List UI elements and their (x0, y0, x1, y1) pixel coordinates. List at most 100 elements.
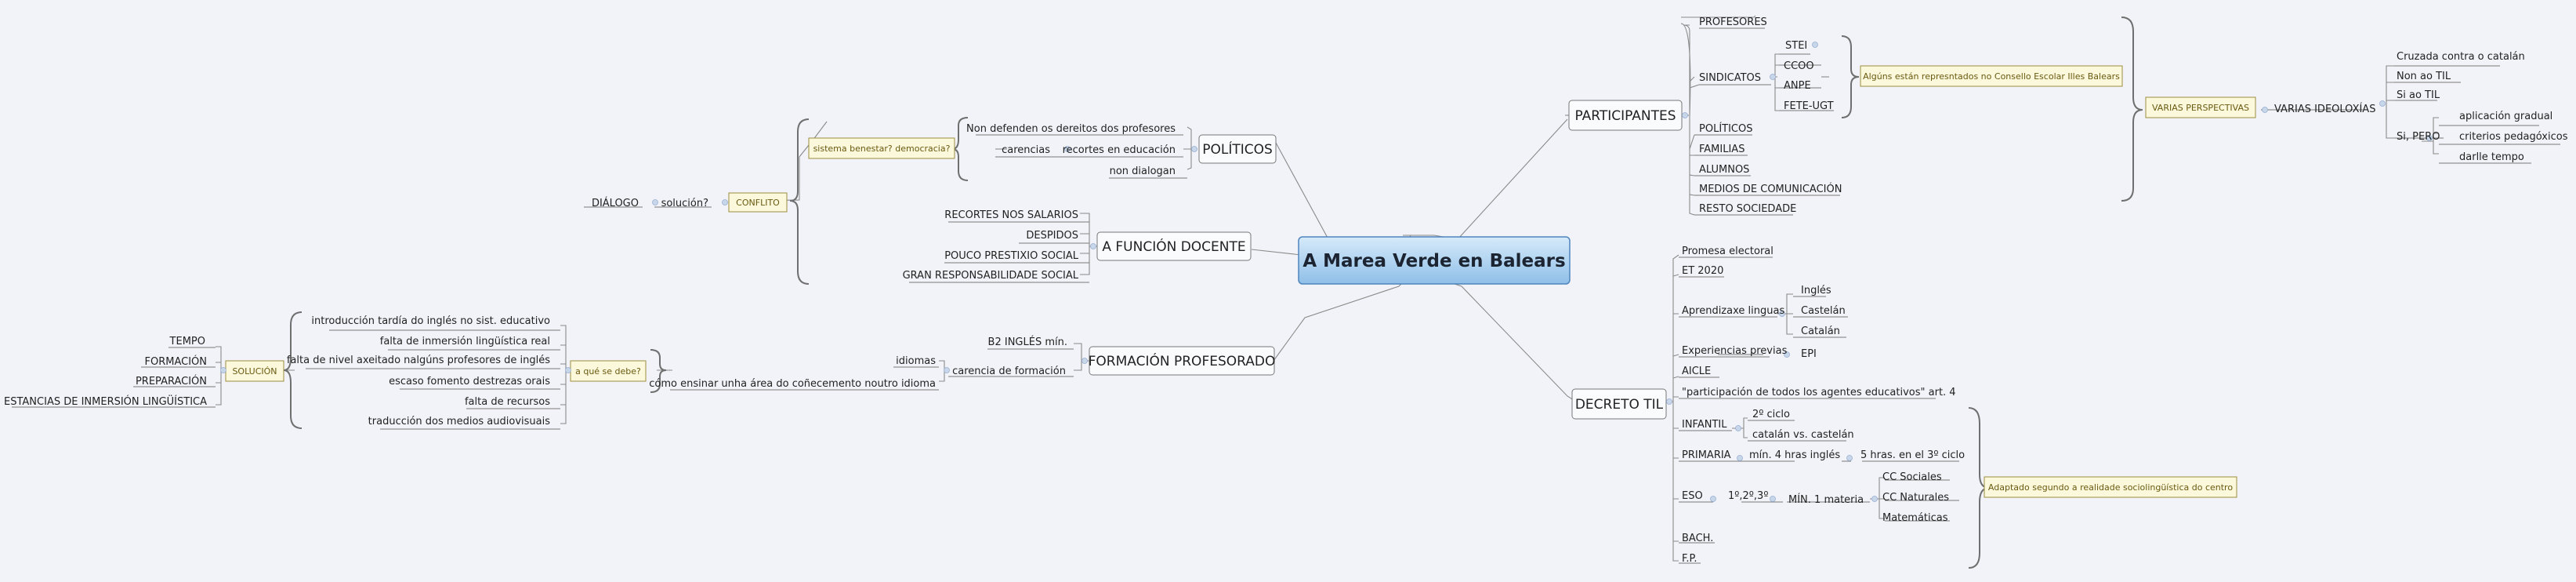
topic-criterios-pedagoxicos[interactable]: criterios pedagóxicos (2459, 131, 2568, 143)
callout-a-que-se-debe[interactable]: a qué se debe? (570, 360, 647, 382)
topic-5-hras[interactable]: 5 hras. en el 3º ciclo (1860, 449, 1965, 461)
topic-si-ao-til[interactable]: Si ao TIL (2397, 89, 2440, 101)
topic-b2-ingles[interactable]: B2 INGLÉS mín. (988, 336, 1067, 348)
topic-recortes-salarios[interactable]: RECORTES NOS SALARIOS (944, 209, 1078, 221)
topic-min-4-hras[interactable]: mín. 4 hras inglés (1749, 449, 1840, 461)
topic-traduccion-medios[interactable]: traducción dos medios audiovisuais (368, 416, 551, 427)
branch-formacion-label: FORMACIÓN PROFESORADO (1089, 352, 1276, 369)
branch-decreto-til[interactable]: DECRETO TIL (1571, 388, 1667, 420)
callout-sistema-benestar-text: sistema benestar? democracia? (813, 144, 951, 154)
topic-eso[interactable]: ESO (1682, 490, 1703, 502)
topic-cc-sociales[interactable]: CC Sociales (1882, 471, 1942, 483)
politicos-topics: Non defenden os dereitos dos profesores … (592, 123, 1176, 209)
topic-pouco-prestixio[interactable]: POUCO PRESTIXIO SOCIAL (944, 250, 1079, 262)
topic-politicos[interactable]: POLÍTICOS (1699, 122, 1753, 135)
topic-non-defenden[interactable]: Non defenden os dereitos dos profesores (966, 123, 1176, 135)
topic-carencias[interactable]: carencias (1002, 144, 1050, 156)
topic-catalan[interactable]: Catalán (1801, 326, 1840, 337)
topic-infantil[interactable]: INFANTIL (1682, 419, 1727, 431)
callout-adaptado[interactable]: Adaptado segundo a realidade sociolingüí… (1984, 476, 2237, 498)
topic-estancias-inmersion[interactable]: ESTANCIAS DE INMERSIÓN LINGÜÍSTICA (4, 395, 207, 408)
topic-cruzada[interactable]: Cruzada contra o catalán (2397, 51, 2525, 63)
branch-funcion-docente[interactable]: A FUNCIÓN DOCENTE (1096, 231, 1252, 261)
central-topic[interactable]: A Marea Verde en Balears (1302, 251, 1565, 271)
topic-experiencias-previas[interactable]: Experiencias previas (1682, 345, 1788, 357)
topic-non-dialogan[interactable]: non dialogan (1110, 166, 1176, 177)
callout-solucion[interactable]: SOLUCIÓN (225, 360, 284, 382)
topic-fete-ugt[interactable]: FETE-UGT (1784, 100, 1834, 112)
topic-aicle[interactable]: AICLE (1682, 366, 1711, 377)
topic-recortes-educacion[interactable]: recortes en educación (1063, 144, 1176, 156)
topic-profesores[interactable]: PROFESORES (1699, 16, 1767, 28)
branch-politicos[interactable]: POLÍTICOS (1198, 134, 1277, 164)
topic-despidos[interactable]: DESPIDOS (1026, 230, 1078, 242)
topic-promesa-electoral[interactable]: Promesa electoral (1682, 246, 1773, 257)
topic-non-ao-til[interactable]: Non ao TIL (2397, 71, 2451, 82)
topic-underlines (12, 27, 2560, 564)
topic-preparacion[interactable]: PREPARACIÓN (136, 375, 207, 387)
branch-participantes-label: PARTICIPANTES (1574, 108, 1676, 124)
topic-ingles[interactable]: Inglés (1801, 285, 1831, 296)
topic-min-1-materia[interactable]: MÍN. 1 materia (1788, 493, 1864, 506)
topic-fp[interactable]: F.P. (1682, 553, 1697, 565)
topic-participacion[interactable]: "participación de todos los agentes educ… (1682, 387, 1956, 398)
branch-decreto-label: DECRETO TIL (1575, 397, 1664, 413)
topic-primaria[interactable]: PRIMARIA (1682, 449, 1731, 461)
topic-aprendizaxe-linguas[interactable]: Aprendizaxe linguas (1682, 305, 1784, 317)
topic-area-idioma[interactable]: cómo ensinar unha área do coñecemento no… (649, 378, 936, 390)
topic-et-2020[interactable]: ET 2020 (1682, 265, 1723, 277)
funcion-docente-topics: RECORTES NOS SALARIOS DESPIDOS POUCO PRE… (903, 209, 1079, 282)
topic-formacion[interactable]: FORMACIÓN (145, 355, 208, 368)
topic-darlle-tempo[interactable]: darlle tempo (2459, 151, 2524, 163)
topic-matematicas[interactable]: Matemáticas (1882, 512, 1948, 524)
topic-alumnos[interactable]: ALUMNOS (1699, 164, 1749, 176)
topic-gran-responsabilidade[interactable]: GRAN RESPONSABILIDADE SOCIAL (903, 270, 1079, 282)
topic-anpe[interactable]: ANPE (1784, 80, 1811, 92)
decreto-topics: Promesa electoral ET 2020 Aprendizaxe li… (1682, 246, 1965, 565)
central-topic-box[interactable] (1298, 236, 1571, 285)
topic-falta-nivel[interactable]: falta de nivel axeitado nalgúns profesor… (287, 355, 550, 366)
branch-politicos-label: POLÍTICOS (1202, 140, 1273, 158)
topic-idiomas[interactable]: idiomas (896, 355, 936, 367)
callout-conflito-text: CONFLITO (736, 198, 780, 208)
callout-conflito[interactable]: CONFLITO (728, 192, 788, 213)
topic-medios[interactable]: MEDIOS DE COMUNICACIÓN (1699, 183, 1842, 195)
topic-2-ciclo[interactable]: 2º ciclo (1752, 409, 1790, 420)
callout-sistema-benestar[interactable]: sistema benestar? democracia? (808, 137, 955, 159)
topic-ccoo[interactable]: CCOO (1784, 60, 1814, 72)
topic-sindicatos[interactable]: SINDICATOS (1699, 72, 1761, 84)
topic-cc-naturales[interactable]: CC Naturales (1882, 492, 1949, 504)
formacion-topics: B2 INGLÉS mín. carencia de formación idi… (4, 315, 1067, 427)
topic-tempo[interactable]: TEMPO (169, 336, 205, 347)
topic-eso-cursos[interactable]: 1º,2º,3º (1728, 490, 1768, 502)
topic-stei[interactable]: STEI (1785, 40, 1807, 52)
callout-a-que-se-debe-text: a qué se debe? (575, 366, 641, 376)
topic-resto-sociedade[interactable]: RESTO SOCIEDADE (1699, 203, 1796, 215)
topic-introduccion-tardia[interactable]: introducción tardía do inglés no sist. e… (311, 315, 550, 327)
topic-carencia-formacion[interactable]: carencia de formación (952, 366, 1066, 377)
topic-aplicacion-gradual[interactable]: aplicación gradual (2459, 111, 2552, 122)
callout-varias-perspectivas[interactable]: VARIAS PERSPECTIVAS (2145, 96, 2256, 118)
topic-varias-ideoloxias[interactable]: VARIAS IDEOLOXÍAS (2274, 103, 2375, 115)
topic-escaso-fomento[interactable]: escaso fomento destrezas orais (389, 376, 550, 387)
callout-consello[interactable]: Algúns están represntados no Consello Es… (1860, 65, 2123, 87)
topic-catalan-vs-castelan[interactable]: catalán vs. castelán (1752, 429, 1854, 441)
topic-falta-recursos[interactable]: falta de recursos (465, 396, 550, 408)
topic-familias[interactable]: FAMILIAS (1699, 144, 1745, 155)
topic-dialogo[interactable]: DIÁLOGO (592, 197, 639, 209)
callout-varias-perspectivas-text: VARIAS PERSPECTIVAS (2152, 103, 2249, 113)
topic-bach[interactable]: BACH. (1682, 533, 1713, 544)
branch-participantes[interactable]: PARTICIPANTES (1568, 100, 1683, 131)
topic-falta-inmersion[interactable]: falta de inmersión lingüística real (380, 336, 550, 347)
topic-castelan[interactable]: Castelán (1801, 305, 1846, 317)
participantes-topics: PROFESORES SINDICATOS STEI CCOO ANPE FET… (1699, 16, 2568, 215)
topic-si-pero[interactable]: Si, PERO (2397, 131, 2440, 143)
connector-markers (220, 42, 2433, 502)
branch-formacion-profesorado[interactable]: FORMACIÓN PROFESORADO (1089, 346, 1276, 376)
topic-epi[interactable]: EPI (1801, 348, 1817, 360)
topic-solucion-question[interactable]: solución? (661, 198, 708, 209)
branch-funcion-docente-label: A FUNCIÓN DOCENTE (1102, 238, 1245, 255)
connector-lines (216, 15, 2439, 562)
